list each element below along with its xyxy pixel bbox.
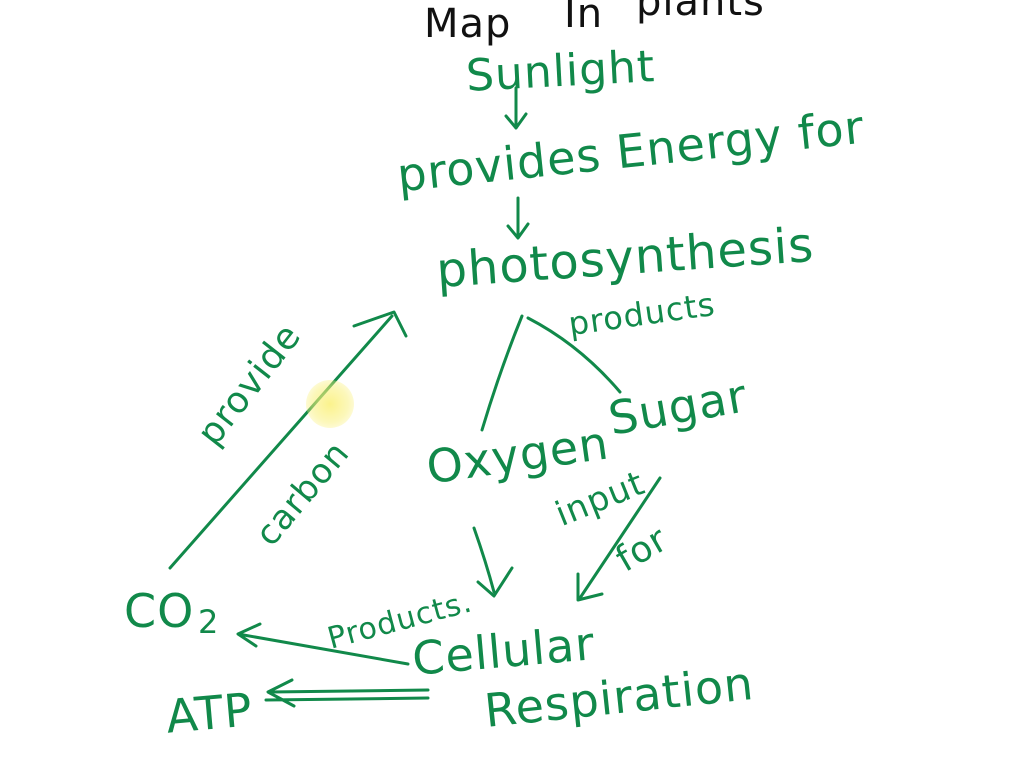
branch-to-sugar: [526, 316, 622, 394]
node-co2-subscript: 2: [198, 603, 220, 641]
node-sunlight: Sunlight: [464, 41, 657, 102]
arrow-energy-to-photosynthesis: [506, 196, 530, 240]
arrow-co2-to-photosynthesis: [168, 310, 408, 570]
arrow-respiration-to-atp: [264, 678, 430, 708]
header-plants: plants: [636, 0, 765, 25]
arrow-oxygen-to-respiration: [472, 526, 514, 598]
node-atp: ATP: [163, 682, 255, 744]
header-map: Map: [424, 1, 512, 47]
pen-cursor-highlight: [306, 380, 354, 428]
branch-to-oxygen: [480, 314, 524, 432]
header-in: In: [564, 0, 604, 37]
arrow-sunlight-to-energy: [504, 86, 528, 130]
arrow-sugar-to-respiration: [576, 476, 662, 602]
node-co2: CO: [124, 584, 195, 638]
arrow-respiration-to-co2: [236, 622, 410, 666]
